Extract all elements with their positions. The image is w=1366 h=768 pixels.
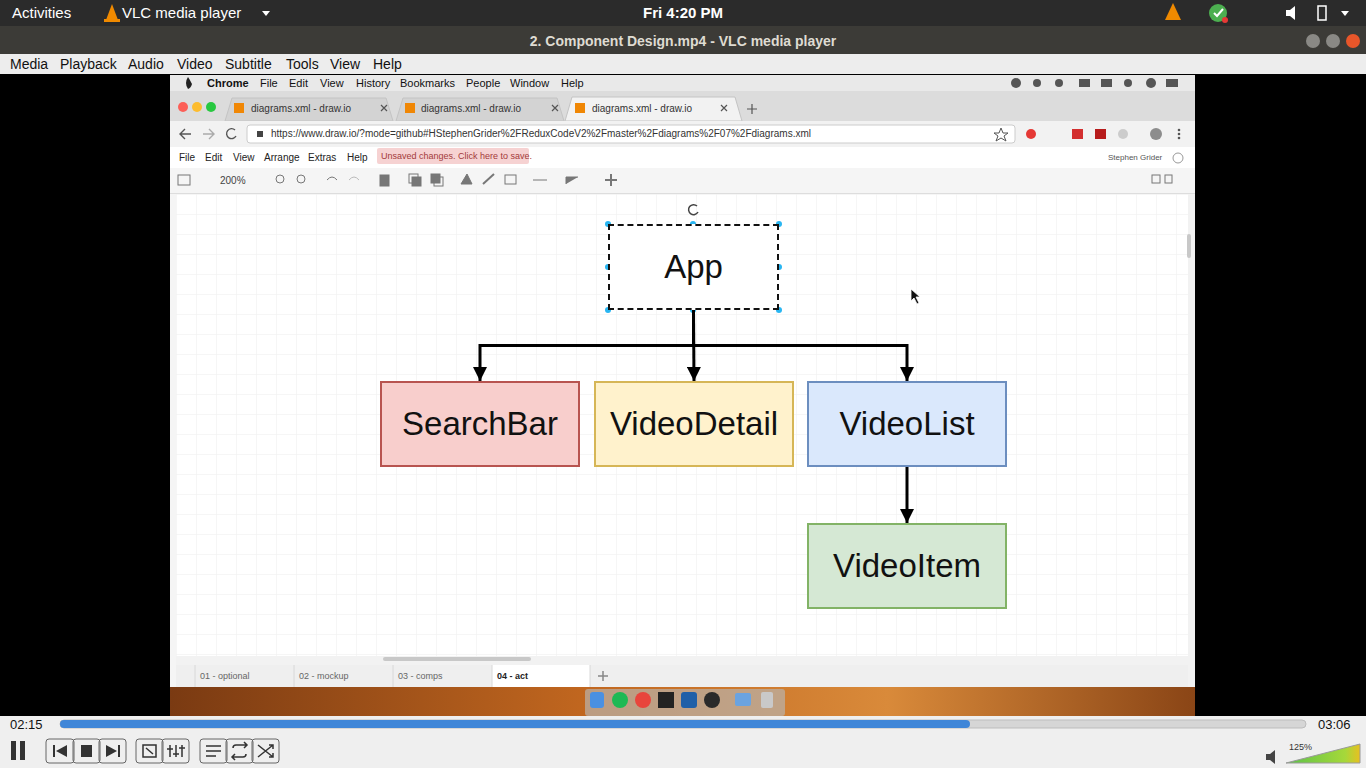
mac-menu-item: Bookmarks	[400, 78, 455, 89]
editor-menu-item: Extras	[308, 153, 336, 163]
page-tab: 03 - comps	[398, 672, 443, 681]
component-name: App	[664, 249, 723, 285]
component-name: SearchBar	[402, 406, 558, 442]
unsaved-notice: Unsaved changes. Click here to save.	[381, 152, 532, 161]
elapsed-time: 02:15	[10, 718, 43, 731]
mac-menu-item: Window	[510, 78, 549, 89]
total-time: 03:06	[1318, 718, 1351, 731]
menu-item: Audio	[128, 57, 164, 71]
mac-menu-item: Chrome	[207, 78, 249, 89]
editor-menu-item: Help	[347, 153, 368, 163]
menu-item: Media	[10, 57, 48, 71]
window-title: 2. Component Design.mp4 - VLC media play…	[530, 34, 837, 48]
component-box: App	[608, 224, 779, 310]
menu-item: Playback	[60, 57, 117, 71]
editor-menu-item: Edit	[205, 153, 222, 163]
volume-level: 125%	[1289, 743, 1312, 752]
editor-menu-item: Arrange	[264, 153, 300, 163]
zoom-level: 200%	[220, 176, 246, 186]
page-tab: 04 - act	[497, 672, 528, 681]
page-tab: 02 - mockup	[299, 672, 349, 681]
component-box: VideoDetail	[594, 381, 794, 467]
mac-menu-item: People	[466, 78, 500, 89]
mac-menu-item: Help	[561, 78, 584, 89]
editor-menu-item: File	[179, 153, 195, 163]
mac-menu-item: Edit	[289, 78, 308, 89]
hierarchy-arrow	[480, 310, 694, 381]
browser-tab-title: diagrams.xml - draw.io	[592, 104, 692, 114]
topbar-app-name: VLC media player	[122, 5, 241, 20]
component-name: VideoItem	[833, 548, 981, 584]
mac-menu-item: File	[260, 78, 278, 89]
mac-menu-item: History	[356, 78, 390, 89]
address-url: https://www.draw.io/?mode=github#HStephe…	[271, 129, 811, 139]
hierarchy-arrow	[694, 310, 908, 381]
browser-tab-title: diagrams.xml - draw.io	[251, 104, 351, 114]
topbar-clock: Fri 4:20 PM	[643, 5, 723, 20]
user-name: Stephen Grider	[1108, 154, 1162, 162]
mac-menu-item: View	[320, 78, 344, 89]
editor-menu-item: View	[233, 153, 255, 163]
page-tab: 01 - optional	[200, 672, 250, 681]
menu-item: Subtitle	[225, 57, 272, 71]
menu-item: Video	[177, 57, 213, 71]
hierarchy-arrow	[906, 467, 909, 523]
browser-tab-title: diagrams.xml - draw.io	[421, 104, 521, 114]
menu-item: Tools	[286, 57, 319, 71]
component-box: SearchBar	[380, 381, 580, 467]
component-name: VideoDetail	[610, 406, 778, 442]
component-name: VideoList	[839, 406, 974, 442]
topbar-activities: Activities	[12, 5, 71, 20]
menu-item: Help	[373, 57, 402, 71]
menu-item: View	[330, 57, 360, 71]
component-box: VideoItem	[807, 523, 1007, 609]
component-box: VideoList	[807, 381, 1007, 467]
